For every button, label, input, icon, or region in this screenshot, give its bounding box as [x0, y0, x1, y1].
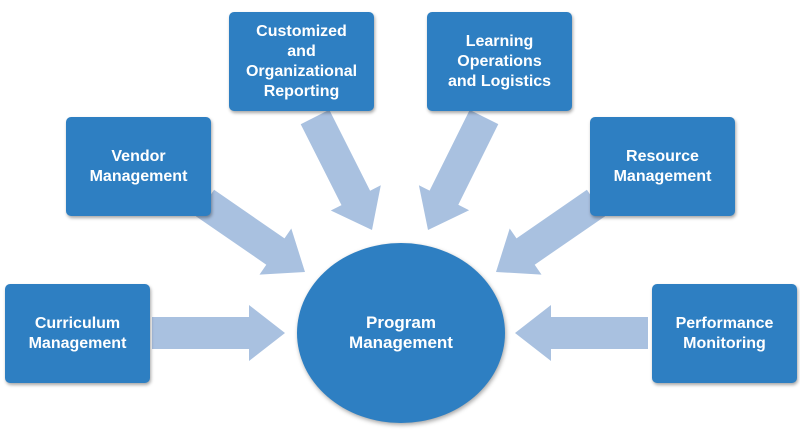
- node-curriculum-management: Curriculum Management: [5, 284, 150, 383]
- node-resource-management: Resource Management: [590, 117, 735, 216]
- node-label: Learning Operations and Logistics: [447, 32, 552, 90]
- arrow-from-learning: [418, 109, 499, 230]
- node-vendor-management: Vendor Management: [66, 117, 211, 216]
- arrow-from-vendor: [195, 189, 305, 275]
- arrow-from-reporting: [300, 109, 381, 230]
- node-label: Customized and Organizational Reporting: [245, 22, 358, 100]
- arrow-from-curriculum: [152, 305, 285, 361]
- hub-program-management: Program Management: [297, 243, 505, 423]
- node-label: Resource Management: [613, 147, 712, 185]
- node-label: Curriculum Management: [28, 314, 127, 352]
- node-customized-reporting: Customized and Organizational Reporting: [229, 12, 374, 111]
- arrow-from-performance: [515, 305, 648, 361]
- node-performance-monitoring: Performance Monitoring: [652, 284, 797, 383]
- node-label: Performance Monitoring: [675, 314, 774, 352]
- node-learning-operations: Learning Operations and Logistics: [427, 12, 572, 111]
- hub-label: Program Management: [349, 313, 453, 352]
- arrow-from-resource: [496, 189, 606, 275]
- node-label: Vendor Management: [89, 147, 188, 185]
